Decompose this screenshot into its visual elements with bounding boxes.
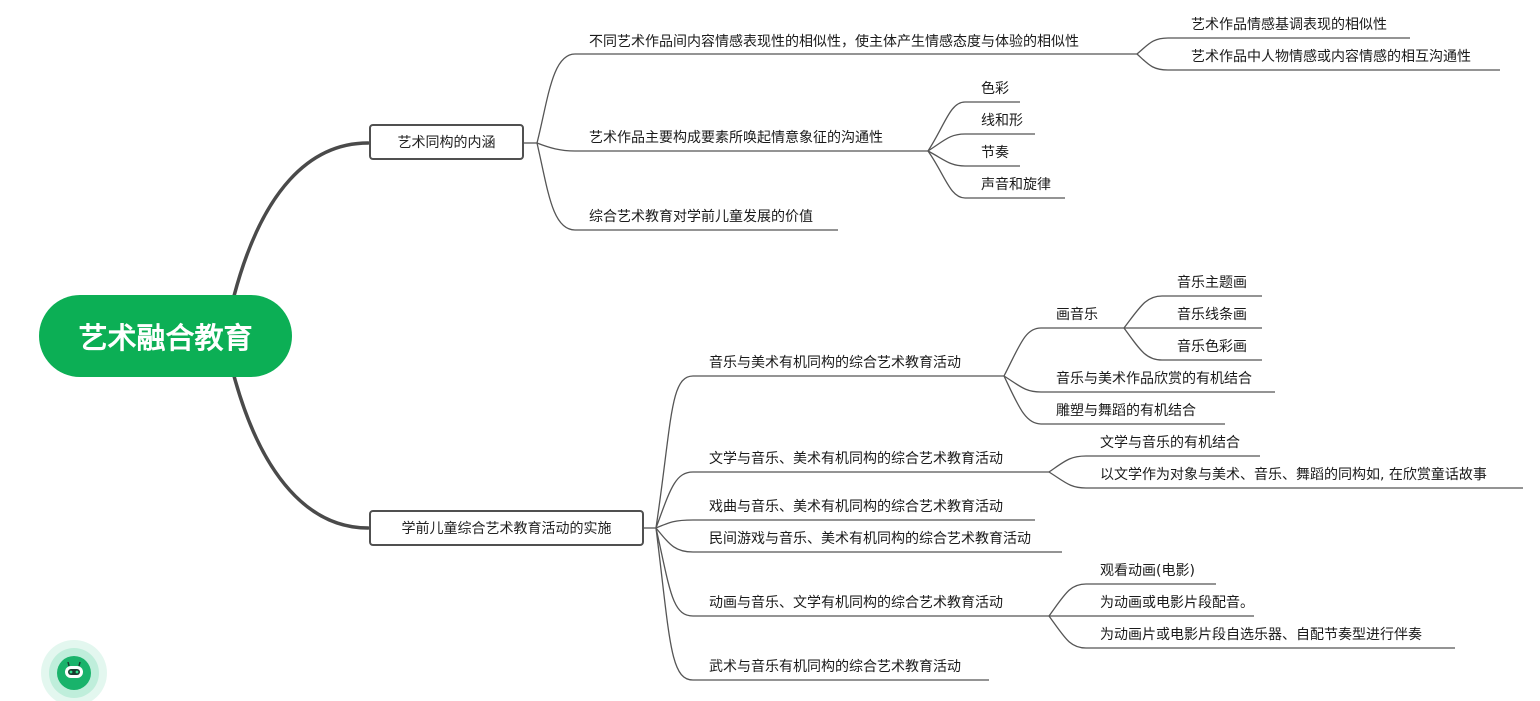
branch-node-label: 学前儿童综合艺术教育活动的实施	[401, 521, 612, 537]
connector-b1c1-2	[1136, 53, 1500, 71]
connector-b2c1-3	[1003, 375, 1225, 425]
topic-node[interactable]: 民间游戏与音乐、美术有机同构的综合艺术教育活动	[709, 531, 1031, 547]
connector-b1-c1	[536, 53, 1137, 144]
connector-b2-c6	[655, 527, 989, 681]
connector-b2-c4	[655, 527, 1062, 553]
subtopic-node[interactable]: 画音乐	[1056, 307, 1098, 323]
connector-b1c1-1	[1136, 37, 1410, 55]
root-node[interactable]: 艺术融合教育	[39, 295, 292, 377]
connector-hua-3	[1123, 327, 1262, 361]
subtopic-node[interactable]: 色彩	[981, 81, 1009, 97]
connector-b1-c3	[536, 142, 838, 231]
connector-hua-1	[1123, 295, 1262, 329]
connector-b1c2-3	[927, 150, 1020, 167]
connector-root-branch1	[232, 141, 370, 298]
subtopic-node[interactable]: 为动画或电影片段配音。	[1100, 595, 1254, 611]
leaf-node[interactable]: 音乐线条画	[1177, 307, 1247, 323]
connector-b2-c1	[655, 375, 1004, 529]
connector-b2-c3	[655, 519, 1035, 529]
topic-node[interactable]: 文学与音乐、美术有机同构的综合艺术教育活动	[709, 451, 1003, 467]
connector-b1-c2	[536, 142, 928, 152]
subtopic-node[interactable]: 以文学作为对象与美术、音乐、舞蹈的同构如, 在欣赏童话故事	[1100, 467, 1487, 483]
topic-node[interactable]: 音乐与美术有机同构的综合艺术教育活动	[709, 355, 961, 371]
connector-b1c2-2	[927, 133, 1035, 152]
ai-assistant-button[interactable]	[41, 640, 107, 701]
subtopic-node[interactable]: 雕塑与舞蹈的有机结合	[1056, 403, 1196, 419]
connector-root-branch2	[232, 374, 370, 530]
topic-node[interactable]: 戏曲与音乐、美术有机同构的综合艺术教育活动	[709, 499, 1003, 515]
subtopic-node[interactable]: 艺术作品中人物情感或内容情感的相互沟通性	[1191, 49, 1471, 65]
subtopic-node[interactable]: 线和形	[981, 113, 1023, 129]
connector-b2c2-1	[1048, 455, 1260, 473]
subtopic-node[interactable]: 为动画片或电影片段自选乐器、自配节奏型进行伴奏	[1100, 627, 1422, 643]
connector-b2-c2	[655, 471, 1049, 529]
connector-b2-c5	[655, 527, 1049, 617]
topic-node[interactable]: 不同艺术作品间内容情感表现性的相似性，使主体产生情感态度与体验的相似性	[589, 34, 1079, 50]
subtopic-node[interactable]: 声音和旋律	[981, 177, 1051, 193]
connector-b1c2-4	[927, 150, 1065, 199]
connector-b1c2-1	[927, 101, 1020, 152]
topic-node[interactable]: 综合艺术教育对学前儿童发展的价值	[589, 209, 813, 225]
connector-b2c1-2	[1003, 375, 1275, 393]
connector-b2c1-1	[1003, 327, 1124, 377]
subtopic-node[interactable]: 观看动画(电影)	[1100, 563, 1195, 579]
branch-node-implementation[interactable]: 学前儿童综合艺术教育活动的实施	[369, 510, 644, 546]
topic-node[interactable]: 武术与音乐有机同构的综合艺术教育活动	[709, 659, 961, 675]
subtopic-node[interactable]: 音乐与美术作品欣赏的有机结合	[1056, 371, 1252, 387]
subtopic-node[interactable]: 节奏	[981, 145, 1009, 161]
subtopic-node[interactable]: 文学与音乐的有机结合	[1100, 435, 1240, 451]
topic-node[interactable]: 艺术作品主要构成要素所唤起情意象征的沟通性	[589, 130, 883, 146]
branch-node-label: 艺术同构的内涵	[397, 135, 496, 151]
connector-b2c2-2	[1048, 471, 1523, 489]
leaf-node[interactable]: 音乐色彩画	[1177, 339, 1247, 355]
connector-b2c5-1	[1048, 583, 1216, 617]
leaf-node[interactable]: 音乐主题画	[1177, 275, 1247, 291]
subtopic-node[interactable]: 艺术作品情感基调表现的相似性	[1191, 17, 1387, 33]
branch-node-art-isomorphism[interactable]: 艺术同构的内涵	[369, 124, 524, 160]
robot-icon	[41, 640, 107, 701]
connector-b2c5-3	[1048, 615, 1455, 649]
root-node-label: 艺术融合教育	[78, 321, 253, 355]
topic-node[interactable]: 动画与音乐、文学有机同构的综合艺术教育活动	[709, 595, 1003, 611]
